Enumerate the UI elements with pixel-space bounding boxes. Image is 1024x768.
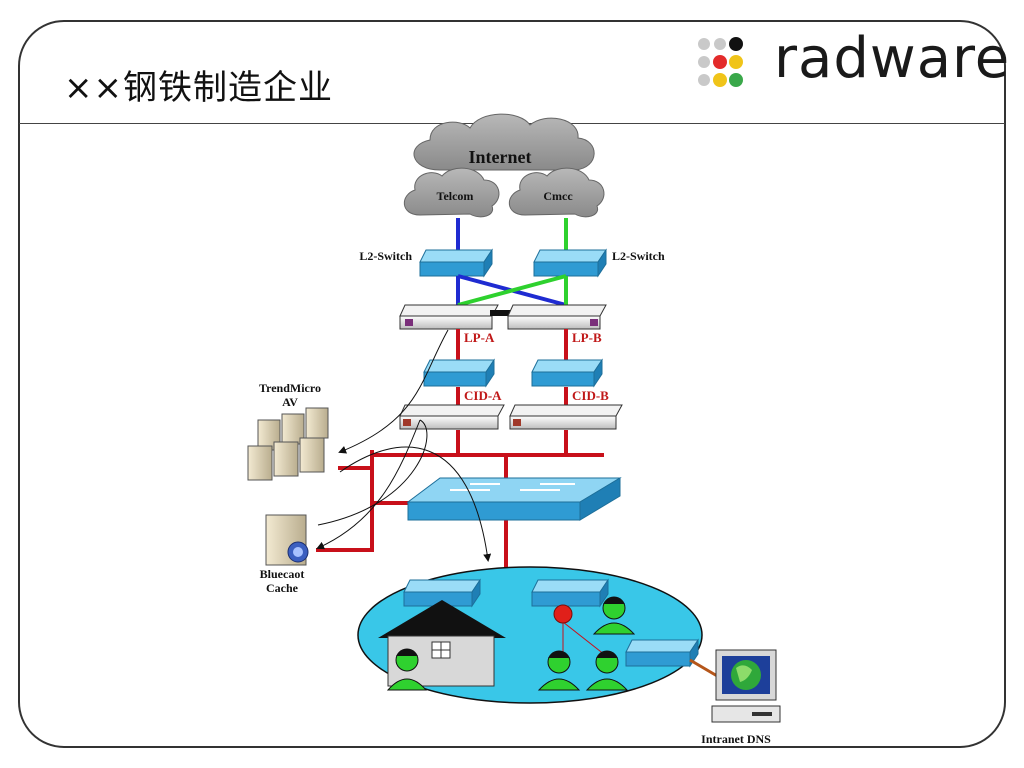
internal-red-links: [316, 329, 604, 570]
av-label-line1: TrendMicro: [259, 381, 321, 395]
intranet-dns-label: Intranet DNS: [701, 732, 771, 746]
cache-label-line1: Bluecaot: [260, 567, 305, 581]
lp-a-label: LP-A: [464, 330, 495, 345]
switch-cid-a: [423, 358, 495, 388]
telcom-label: Telcom: [437, 189, 474, 203]
cid-b-label: CID-B: [572, 388, 609, 403]
l2-switch-right: L2-Switch: [533, 248, 665, 278]
lan-switch-dns: [625, 638, 699, 668]
cid-b-device: [509, 404, 623, 430]
av-label-line2: AV: [282, 395, 298, 409]
core-switch: [406, 477, 622, 521]
lan-switch-right: [531, 578, 609, 608]
user-icon-bottom-right: [585, 650, 629, 691]
logo-wordmark: radware: [774, 26, 1011, 91]
l2-switch-left-label: L2-Switch: [359, 249, 412, 263]
switch-cid-b: [531, 358, 603, 388]
branch-house-icon: [378, 600, 506, 691]
router-icon: [553, 604, 573, 624]
lan-switch-left: [403, 578, 481, 608]
radware-logo: radware: [696, 26, 1009, 100]
internet-label: Internet: [469, 147, 532, 167]
cross-green-link: [457, 274, 567, 307]
user-icon-top-right: [592, 596, 636, 635]
cache-label-line2: Cache: [266, 581, 299, 595]
cmcc-label: Cmcc: [543, 189, 573, 203]
slide-title: ××钢铁制造企业: [64, 68, 333, 108]
traffic-flow-arrows: [316, 329, 492, 562]
bluecoat-cache-server: Bluecaot Cache: [260, 514, 309, 595]
trendmicro-av-servers: TrendMicro AV: [247, 381, 329, 481]
slide-frame: [18, 20, 1006, 748]
lp-b-label: LP-B: [572, 330, 602, 345]
cid-a-label: CID-A: [464, 388, 502, 403]
cmcc-cloud: Cmcc: [508, 167, 605, 218]
linkproof-b: [507, 304, 607, 330]
cid-a-device: [399, 404, 505, 430]
internet-cloud: Internet: [413, 113, 595, 171]
intranet-dns-workstation: Intranet DNS: [701, 649, 781, 746]
telcom-cloud: Telcom: [403, 167, 500, 218]
l2-switch-right-label: L2-Switch: [612, 249, 665, 263]
l2-switch-left: L2-Switch: [359, 248, 493, 278]
logo-dots-icon: [698, 37, 743, 87]
user-icon-bottom-left: [537, 650, 581, 691]
